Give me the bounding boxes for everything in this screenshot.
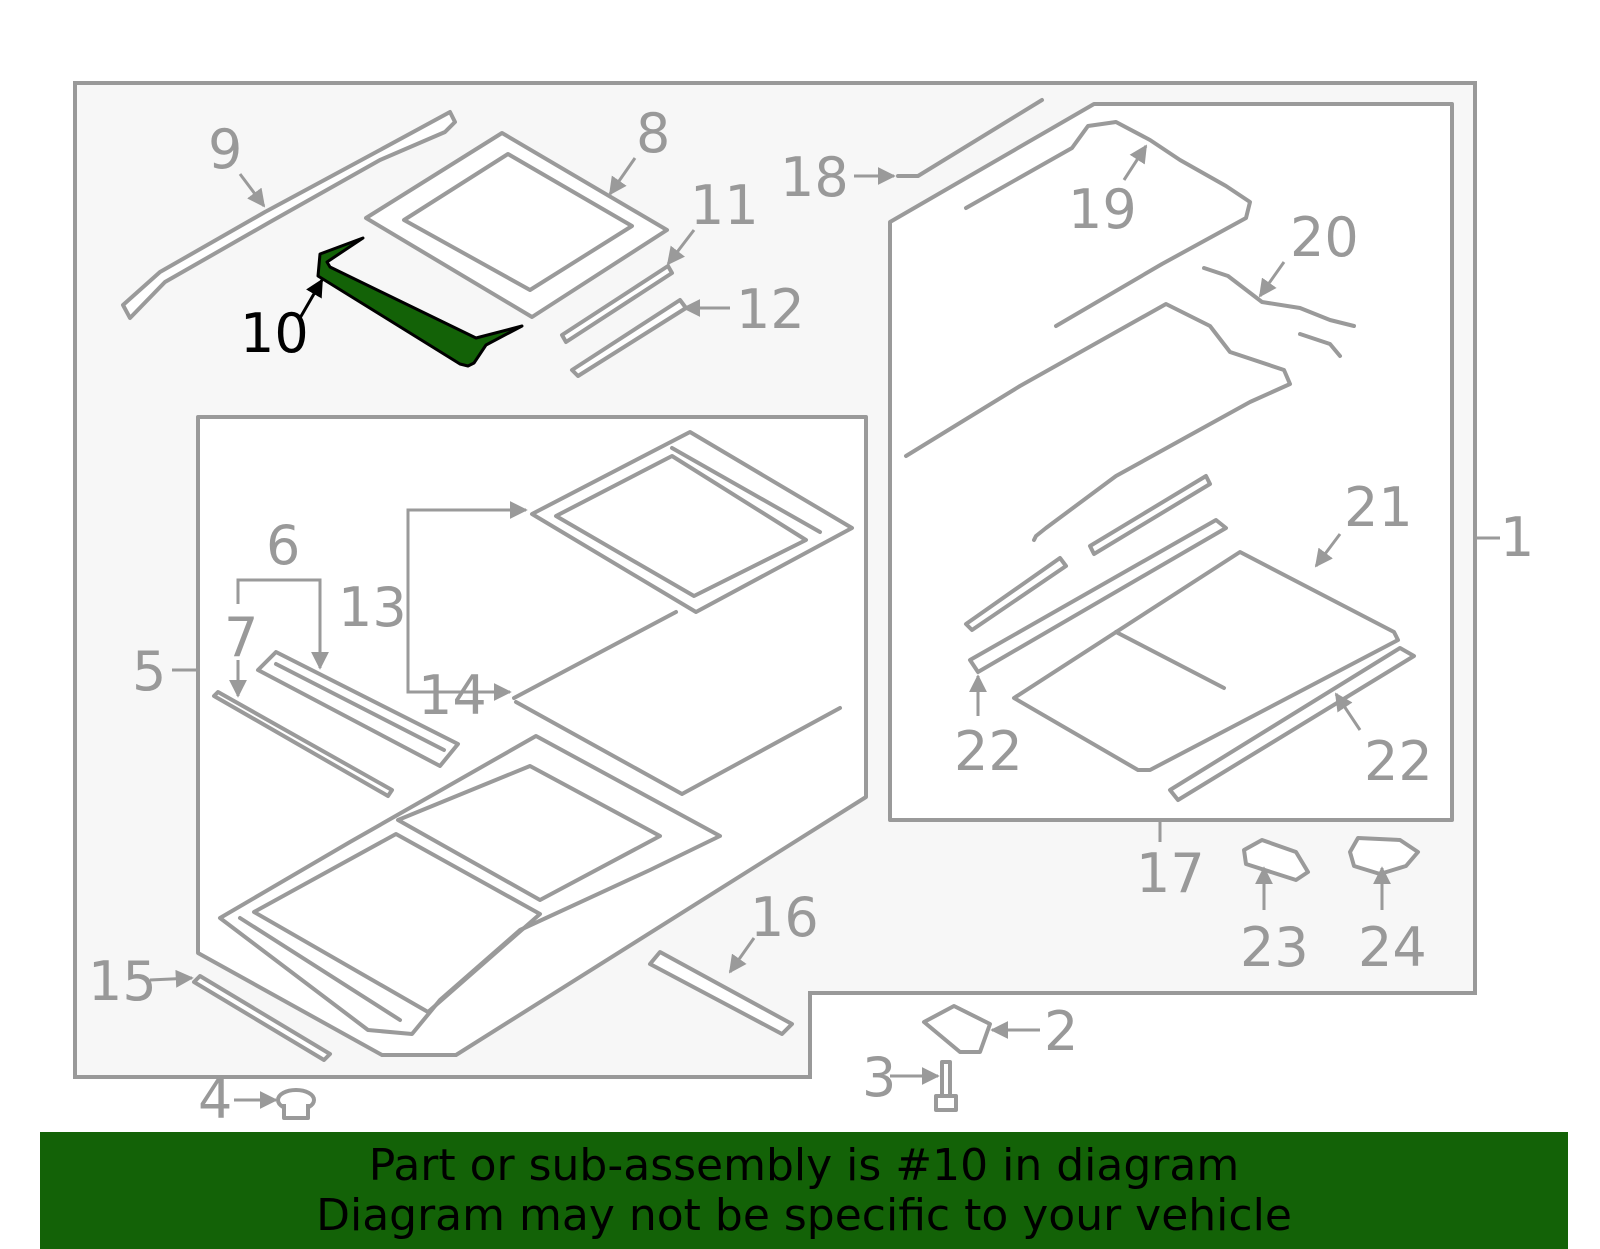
part-23 bbox=[1242, 838, 1310, 882]
part-21 bbox=[1012, 550, 1400, 772]
leader-13 bbox=[406, 501, 528, 610]
part-20 bbox=[1202, 266, 1356, 358]
callout-22b: 22 bbox=[1364, 730, 1433, 793]
callout-7: 7 bbox=[224, 606, 258, 669]
callout-16: 16 bbox=[750, 886, 819, 949]
guide-strip-2 bbox=[1088, 474, 1212, 556]
part-8 bbox=[364, 131, 669, 319]
part-22a bbox=[968, 518, 1228, 674]
leader-15 bbox=[149, 969, 194, 988]
leader-10 bbox=[298, 278, 324, 319]
roof-frame bbox=[218, 734, 722, 1036]
callout-15: 15 bbox=[88, 950, 157, 1013]
callout-5: 5 bbox=[132, 640, 166, 703]
part-3 bbox=[934, 1060, 958, 1112]
part-18 bbox=[896, 98, 1044, 178]
info-banner: Part or sub-assembly is #10 in diagram D… bbox=[40, 1132, 1568, 1249]
leader-9 bbox=[238, 173, 266, 208]
callout-10: 10 bbox=[240, 302, 309, 365]
seal-frame bbox=[904, 302, 1292, 542]
callout-17: 17 bbox=[1136, 842, 1205, 905]
leader-14 bbox=[406, 610, 512, 701]
callout-24: 24 bbox=[1358, 916, 1427, 979]
leader-11 bbox=[666, 229, 696, 266]
part-2 bbox=[922, 1004, 992, 1054]
leader-21 bbox=[1314, 533, 1342, 568]
part-4 bbox=[276, 1088, 316, 1120]
callout-2: 2 bbox=[1044, 1000, 1078, 1063]
leader-16 bbox=[728, 937, 756, 974]
callout-9: 9 bbox=[208, 118, 242, 181]
callout-13: 13 bbox=[338, 576, 407, 639]
callout-8: 8 bbox=[636, 102, 670, 165]
banner-line-2: Diagram may not be specific to your vehi… bbox=[316, 1189, 1292, 1241]
leader-8 bbox=[608, 157, 637, 196]
callout-22a: 22 bbox=[954, 720, 1023, 783]
part-14 bbox=[512, 610, 842, 796]
part-10-highlighted bbox=[316, 236, 524, 368]
callout-12: 12 bbox=[736, 278, 805, 341]
part-6 bbox=[256, 650, 460, 768]
part-16 bbox=[648, 950, 794, 1036]
part-15 bbox=[192, 974, 332, 1062]
part-22b bbox=[1168, 646, 1416, 802]
callout-11: 11 bbox=[690, 174, 759, 237]
callout-14: 14 bbox=[418, 664, 487, 727]
leader-19 bbox=[1122, 144, 1148, 181]
callout-6: 6 bbox=[266, 514, 300, 577]
callout-3: 3 bbox=[862, 1046, 896, 1109]
part-19 bbox=[964, 120, 1252, 328]
guide-strip bbox=[964, 556, 1068, 632]
callout-20: 20 bbox=[1290, 206, 1359, 269]
part-9 bbox=[121, 110, 457, 320]
part-11 bbox=[560, 264, 674, 344]
part-13 bbox=[530, 430, 854, 614]
callout-21: 21 bbox=[1344, 476, 1413, 539]
callout-4: 4 bbox=[198, 1068, 232, 1131]
banner-line-1: Part or sub-assembly is #10 in diagram bbox=[368, 1139, 1240, 1191]
part-7 bbox=[212, 690, 394, 798]
leader-22b bbox=[1334, 692, 1362, 731]
callout-19: 19 bbox=[1068, 178, 1137, 241]
callout-23: 23 bbox=[1240, 916, 1309, 979]
leader-20 bbox=[1258, 261, 1286, 298]
callout-1: 1 bbox=[1500, 506, 1534, 569]
callout-18: 18 bbox=[780, 146, 849, 209]
part-24 bbox=[1348, 836, 1420, 876]
